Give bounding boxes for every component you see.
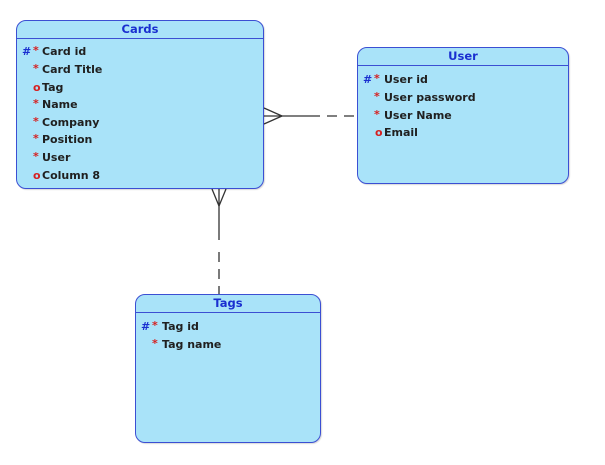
- primary-key-marker: #: [141, 320, 151, 333]
- attribute-position: Position: [42, 133, 93, 146]
- attribute-user-id: User id: [384, 73, 428, 86]
- attribute-email: Email: [384, 126, 418, 139]
- required-marker: *: [33, 150, 39, 163]
- required-marker: *: [374, 108, 380, 121]
- entity-tags-title: Tags: [136, 295, 320, 313]
- primary-key-marker: #: [22, 45, 32, 58]
- entity-user[interactable]: User # * User id * User password * User …: [357, 47, 569, 184]
- required-marker: *: [152, 319, 158, 332]
- required-marker: *: [33, 97, 39, 110]
- attribute-card-title: Card Title: [42, 63, 103, 76]
- entity-cards-title: Cards: [17, 21, 263, 39]
- required-marker: *: [33, 62, 39, 75]
- attribute-name: Name: [42, 98, 78, 111]
- optional-marker: o: [33, 81, 41, 94]
- attribute-tag-name: Tag name: [162, 338, 222, 351]
- attribute-user-password: User password: [384, 91, 476, 104]
- relationship-cards-tags[interactable]: [211, 188, 227, 294]
- attribute-card-id: Card id: [42, 45, 87, 58]
- attribute-user-name: User Name: [384, 109, 452, 122]
- attribute-company: Company: [42, 116, 100, 129]
- attribute-tag-id: Tag id: [162, 320, 199, 333]
- attribute-tag: Tag: [42, 81, 64, 94]
- relationship-cards-tags-crowfoot-left: [211, 188, 220, 207]
- optional-marker: o: [33, 169, 41, 182]
- entity-cards[interactable]: Cards # * Card id * Card Title o Tag * N…: [16, 20, 264, 189]
- relationship-cards-user[interactable]: [263, 107, 357, 125]
- relationship-cards-user-crowfoot-upper: [263, 107, 283, 117]
- optional-marker: o: [375, 126, 383, 139]
- required-marker: *: [152, 337, 158, 350]
- required-marker: *: [374, 90, 380, 103]
- attribute-user: User: [42, 151, 71, 164]
- required-marker: *: [33, 44, 39, 57]
- relationship-cards-tags-crowfoot-right: [218, 188, 227, 207]
- primary-key-marker: #: [363, 73, 373, 86]
- entity-tags[interactable]: Tags # * Tag id * Tag name: [135, 294, 321, 443]
- required-marker: *: [33, 115, 39, 128]
- required-marker: *: [374, 72, 380, 85]
- required-marker: *: [33, 132, 39, 145]
- entity-user-title: User: [358, 48, 568, 66]
- attribute-column-8: Column 8: [42, 169, 101, 182]
- relationship-cards-user-crowfoot-lower: [263, 115, 283, 125]
